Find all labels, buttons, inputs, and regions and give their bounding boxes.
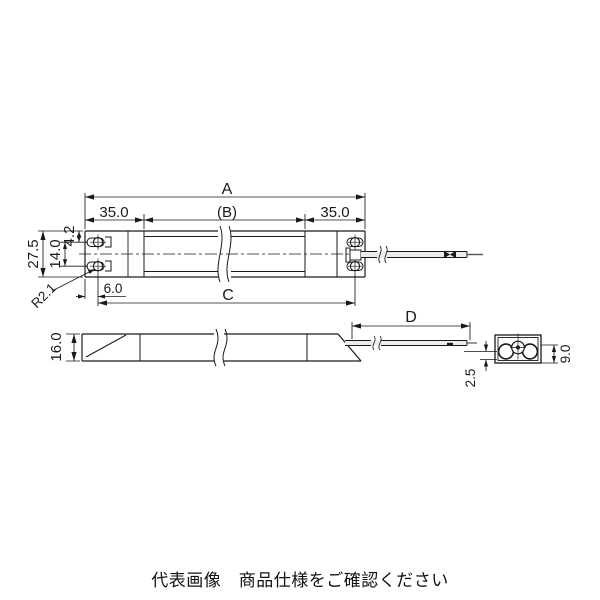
dim-label-2-5: 2.5 — [463, 369, 478, 388]
dim-label-A: A — [222, 181, 233, 198]
right-mounting-bracket — [336, 231, 364, 277]
connector-end-view — [494, 333, 542, 364]
side-view-dimension-labels: 16.0 D — [48, 309, 417, 362]
break-symbol-cable — [378, 245, 388, 264]
dimension-drawing: A 35.0 (B) 35.0 27.5 14.0 4.2 R2.1 6.0 C — [25, 181, 573, 388]
cable-gland — [345, 247, 351, 263]
top-view — [79, 225, 483, 283]
cable-assembly-top — [345, 245, 483, 264]
connector-contact — [497, 343, 515, 360]
dim-label-27-5: 27.5 — [25, 239, 42, 268]
connector-contact — [521, 343, 539, 360]
caption-text: 代表画像 商品仕様をご確認ください — [151, 571, 449, 590]
wedge-edge — [337, 333, 362, 362]
dim-label-4-2: 4.2 — [61, 226, 78, 247]
break-symbol-side-view — [213, 328, 228, 367]
center-mark — [510, 333, 526, 360]
side-outline — [81, 333, 362, 362]
top-view-dimension-labels: A 35.0 (B) 35.0 27.5 14.0 4.2 R2.1 6.0 C — [25, 181, 350, 311]
dim-label-6-0: 6.0 — [104, 281, 123, 296]
end-view-dimension-labels: 9.0 2.5 — [463, 345, 573, 388]
cable — [361, 251, 467, 258]
cable — [345, 340, 467, 346]
side-view — [81, 328, 477, 367]
top-view-dimensions — [38, 193, 366, 306]
dim-label-C: C — [222, 287, 234, 304]
end-view-dimensions — [464, 341, 558, 371]
leader-R2-1 — [51, 268, 96, 292]
dim-label-35-left: 35.0 — [99, 204, 128, 221]
dim-label-9-0: 9.0 — [558, 345, 573, 364]
side-view-dimensions — [66, 322, 471, 362]
dim-label-B: (B) — [217, 204, 237, 221]
cable-gland — [349, 249, 362, 261]
crimp-mark — [444, 250, 456, 259]
dim-label-35-right: 35.0 — [320, 204, 349, 221]
dim-label-16-0: 16.0 — [48, 332, 65, 361]
chamfer-line — [85, 334, 127, 358]
dim-label-D: D — [405, 309, 417, 326]
crimp-mark — [447, 342, 453, 346]
dim-label-R2-1: R2.1 — [28, 280, 59, 311]
dim-label-14-0: 14.0 — [47, 239, 64, 268]
cable-assembly-side — [345, 335, 477, 351]
break-symbol-cable — [372, 335, 382, 351]
